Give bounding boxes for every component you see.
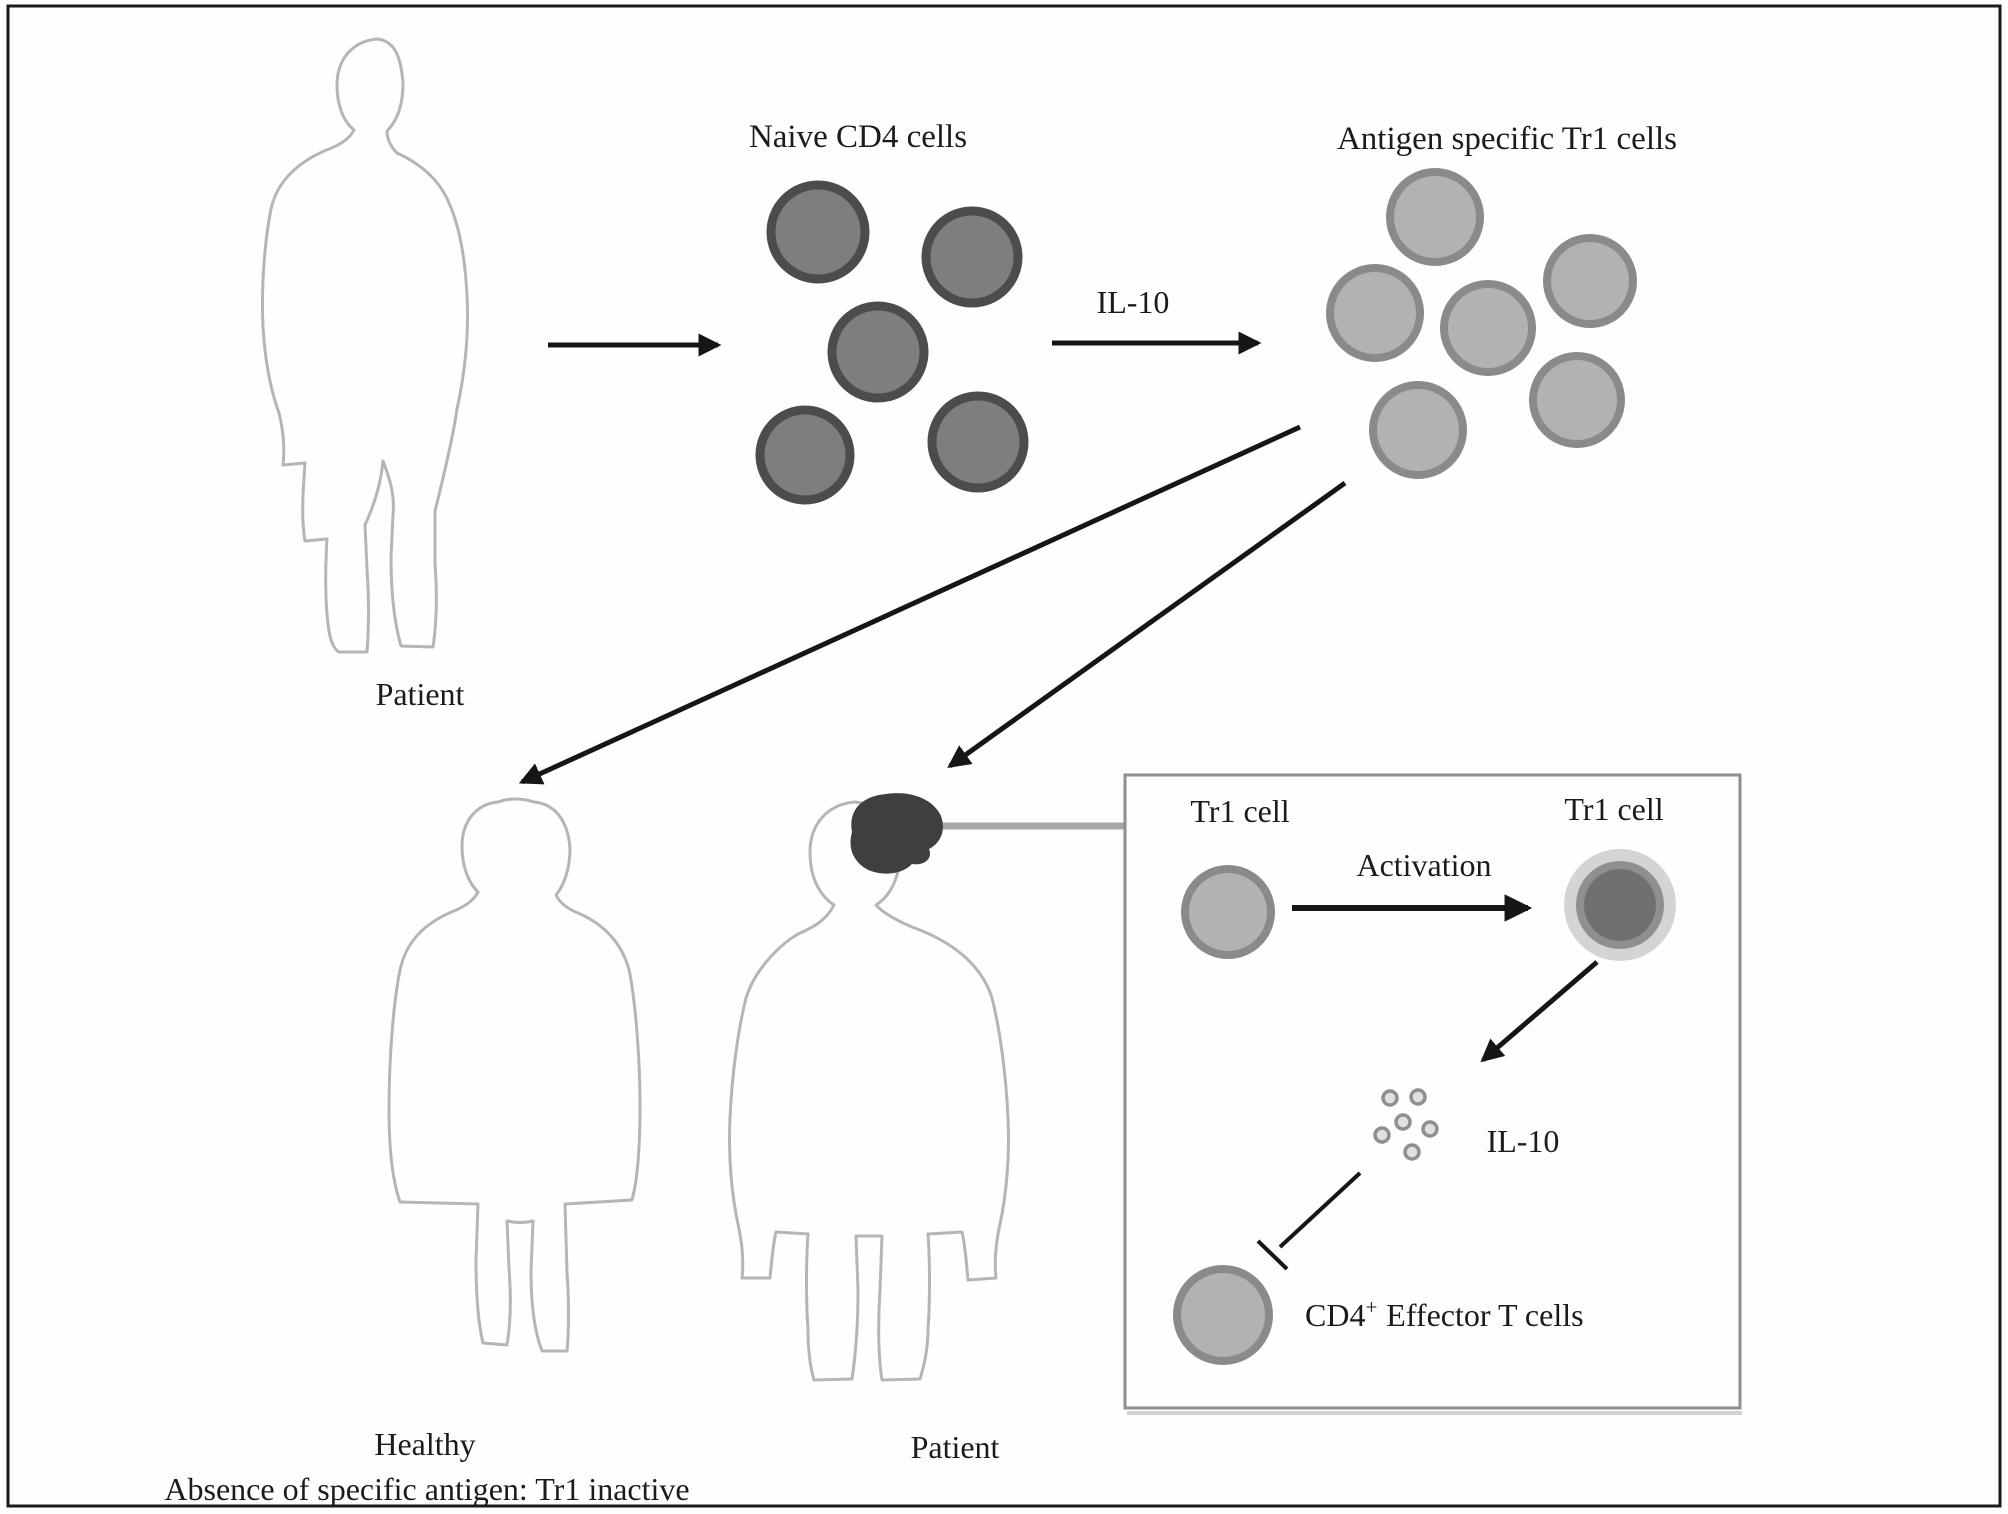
tr1-cell-resting [1181, 865, 1275, 959]
inset-tr1-left-label: Tr1 cell [1190, 793, 1289, 829]
cd4-label-base: CD4 [1305, 1297, 1365, 1333]
naive-cd4-cell [827, 301, 929, 403]
healthy-silhouette [387, 797, 642, 1353]
tr1-cell-cluster [1326, 168, 1637, 479]
tr1-cell [1369, 381, 1467, 479]
activated-cell-core [1584, 869, 1656, 941]
cd4-label-superscript: + [1365, 1295, 1377, 1319]
naive-cd4-cell [921, 206, 1023, 308]
cd4-effector-label: CD4+ Effector T cells [1305, 1295, 1584, 1333]
tr1-cell [1440, 280, 1536, 376]
il10-particle [1381, 1089, 1399, 1107]
activation-label: Activation [1356, 847, 1491, 883]
tr1-cell [1386, 168, 1484, 266]
naive-cd4-cell [927, 391, 1029, 493]
healthy-label: Healthy [374, 1426, 475, 1462]
patient-silhouette-bottom [727, 800, 1011, 1382]
inset-tr1-right-label: Tr1 cell [1564, 791, 1663, 827]
cd4-label-rest: Effector T cells [1386, 1297, 1583, 1333]
tr1-cell [1326, 264, 1424, 362]
patient-bottom-label: Patient [911, 1429, 1000, 1465]
patient-silhouette-top [260, 37, 470, 654]
tr1-cell-activated [1564, 849, 1676, 961]
tr1-cell [1529, 352, 1625, 448]
il10-particle [1421, 1120, 1439, 1138]
inset-il10-label: IL-10 [1487, 1123, 1560, 1159]
il10-arrow-label: IL-10 [1097, 284, 1170, 320]
arrow-tr1-to-patient [947, 480, 1347, 769]
patient-top-label: Patient [376, 676, 465, 712]
inhibition-arrow [1256, 1171, 1362, 1271]
healthy-sublabel: Absence of specific antigen: Tr1 inactiv… [164, 1471, 689, 1507]
il10-particle-cluster [1373, 1088, 1439, 1161]
naive-cd4-cell [755, 405, 855, 505]
arrow-tr1-to-healthy [518, 424, 1302, 785]
naive-cd4-title: Naive CD4 cells [749, 119, 967, 155]
il10-particle [1394, 1113, 1412, 1131]
naive-cd4-cell-cluster [755, 180, 1029, 505]
antigen-tr1-title: Antigen specific Tr1 cells [1337, 121, 1677, 157]
naive-cd4-cell [766, 180, 870, 284]
figure-border [6, 4, 2002, 1508]
il10-particle [1403, 1143, 1421, 1161]
il10-particle [1373, 1126, 1391, 1144]
brain-icon [850, 793, 943, 874]
il10-particle [1409, 1088, 1427, 1106]
inhibition-bar [1256, 1239, 1289, 1271]
cd4-effector-cell [1173, 1265, 1273, 1365]
tr1-cell [1543, 234, 1637, 328]
arrow-secretion [1480, 960, 1599, 1063]
